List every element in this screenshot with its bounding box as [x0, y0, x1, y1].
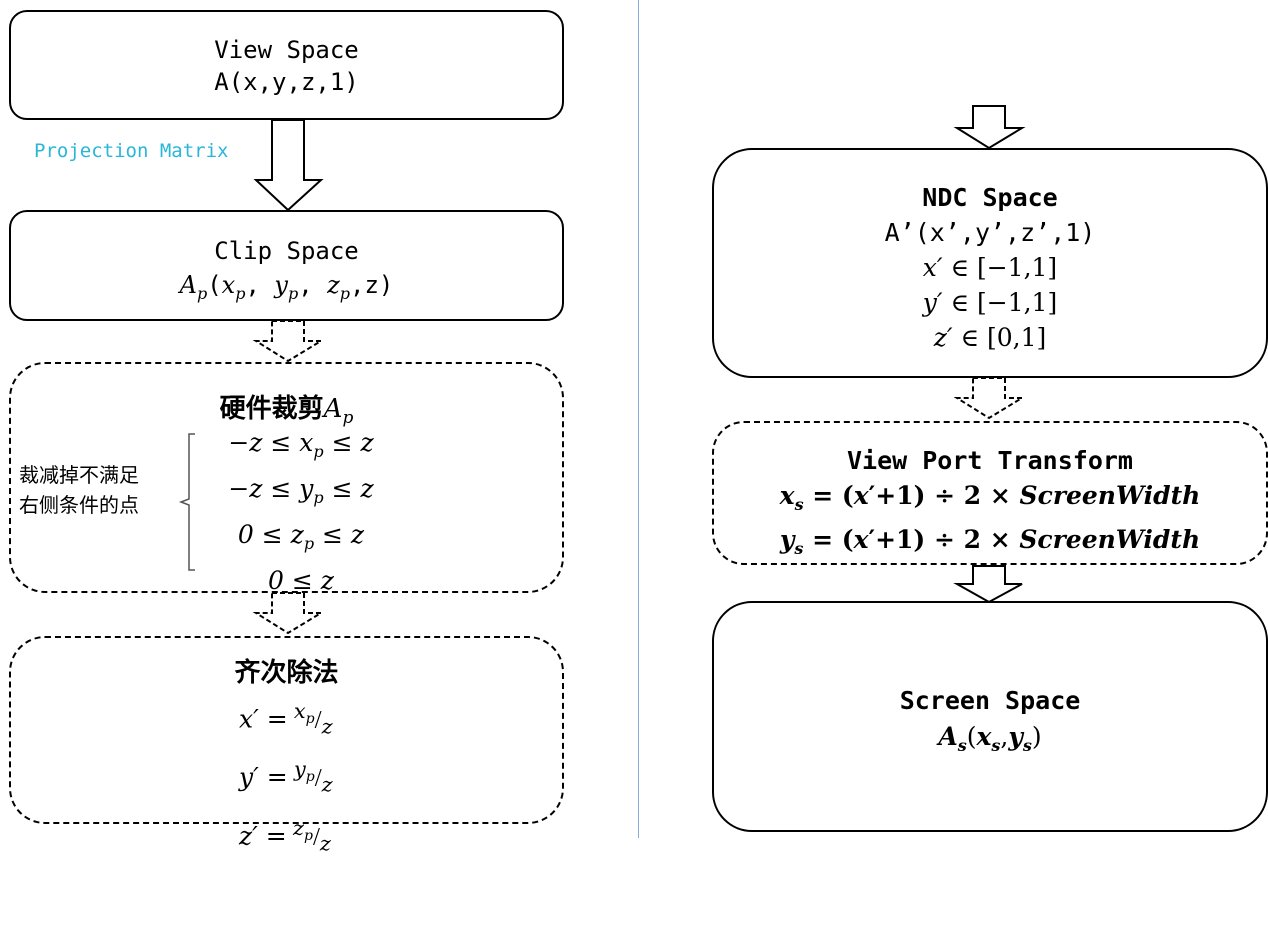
hardware-clipping-box: 硬件裁剪Ap 裁减掉不满足 右侧条件的点 −z ≤ xp ≤ z −z ≤ yp…	[9, 362, 564, 595]
viewport-eq-x: xs = (x′+1) ÷ 2 × ScreenWidth	[779, 481, 1201, 514]
viewport-title: View Port Transform	[847, 446, 1133, 475]
clipping-conditions: −z ≤ xp ≤ z −z ≤ yp ≤ z 0 ≤ zp ≤ z 0 ≤ z	[228, 428, 374, 595]
homogeneous-title: 齐次除法	[234, 658, 339, 688]
clip-space-coord: Ap(xp, yp, zp,z)	[179, 271, 394, 303]
ndc-range-x: x′ ∈ [−1,1]	[922, 253, 1058, 282]
ndc-range-z: z′ ∈ [0,1]	[933, 323, 1047, 352]
clipping-title: 硬件裁剪Ap	[219, 394, 354, 429]
viewport-transform-box: View Port Transform xs = (x′+1) ÷ 2 × Sc…	[712, 421, 1268, 565]
screen-space-box: Screen Space As(xs,ys)	[712, 601, 1268, 832]
ndc-space-title: NDC Space	[922, 183, 1058, 212]
screen-space-title: Screen Space	[899, 686, 1081, 715]
view-space-box: View Space A(x,y,z,1)	[9, 10, 564, 120]
ndc-space-box: NDC Space A’(x’,y’,z’,1) x′ ∈ [−1,1] y′ …	[712, 148, 1268, 378]
screen-space-coord: As(xs,ys)	[938, 722, 1042, 755]
dashed-arrow-down-icon	[252, 592, 325, 635]
ndc-range-y: y′ ∈ [−1,1]	[922, 288, 1058, 317]
arrow-down-icon	[953, 105, 1026, 150]
view-space-title: View Space	[214, 36, 359, 64]
homogeneous-equations: x′ = xp/z y′ = yp/z z′ = zp/z	[239, 699, 333, 855]
projection-matrix-label: Projection Matrix	[34, 140, 229, 162]
viewport-eq-y: ys = (x′+1) ÷ 2 × ScreenWidth	[779, 525, 1201, 558]
dashed-arrow-down-icon	[252, 320, 325, 363]
clip-space-title: Clip Space	[214, 237, 359, 265]
dashed-arrow-down-icon	[953, 377, 1026, 420]
homogeneous-division-box: 齐次除法 x′ = xp/z y′ = yp/z z′ = zp/z	[9, 636, 564, 855]
arrow-down-icon	[953, 565, 1023, 604]
brace-icon	[178, 433, 195, 571]
ndc-space-coord: A’(x’,y’,z’,1)	[884, 218, 1096, 247]
column-divider	[638, 0, 639, 838]
clipping-side-note: 裁减掉不满足 右侧条件的点	[19, 463, 139, 517]
view-space-coord: A(x,y,z,1)	[214, 68, 359, 96]
clip-space-box: Clip Space Ap(xp, yp, zp,z)	[9, 210, 564, 321]
arrow-down-icon	[253, 119, 324, 212]
